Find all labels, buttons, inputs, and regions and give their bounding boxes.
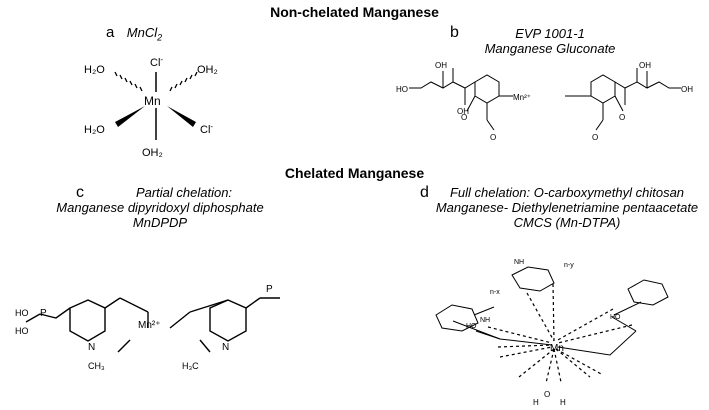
cmcs-nh-top: NH bbox=[514, 259, 524, 266]
gluconate-ho-left-end: HO bbox=[396, 85, 408, 94]
panel-d-title-line3: CMCS (Mn-DTPA) bbox=[513, 215, 621, 230]
panel-d-title: Full chelation: O-carboxymethyl chitosan… bbox=[425, 185, 709, 230]
panel-a-formula: MnCl2 bbox=[126, 25, 163, 43]
gluconate-oh-3: OH bbox=[639, 61, 651, 70]
gluconate-mn: Mn²⁺ bbox=[513, 93, 531, 102]
cmcs-h-right: H bbox=[560, 398, 566, 407]
gluconate-o-bottom-right: O bbox=[592, 133, 598, 142]
panel-c-title-line1: Partial chelation: bbox=[135, 185, 233, 200]
panel-a-letter: a bbox=[106, 24, 115, 41]
panel-b-title: EVP 1001-1 Manganese Gluconate bbox=[470, 26, 630, 56]
gluconate-oh-right-end: OH bbox=[681, 85, 693, 94]
panel-a-formula-main: MnCl bbox=[126, 25, 158, 40]
mndpdp-ho-1: HO bbox=[15, 308, 29, 318]
heading-non-chelated: Non-chelated Manganese bbox=[270, 4, 439, 20]
mndpdp-ho-2: HO bbox=[15, 326, 29, 336]
hashed-bond-left-top bbox=[114, 71, 143, 92]
panel-b-title-line2: Manganese Gluconate bbox=[484, 41, 616, 56]
gluconate-oh-1: OH bbox=[435, 61, 447, 70]
gluconate-o-right: O bbox=[619, 113, 625, 122]
wedge-bond-right-bottom bbox=[167, 106, 196, 127]
mndpdp-n-left: N bbox=[88, 342, 95, 353]
atom-oh2-right-top: OH₂ bbox=[197, 64, 218, 76]
panel-c-title: Partial chelation: Manganese dipyridoxyl… bbox=[0, 185, 320, 230]
cmcs-nh-left: NH bbox=[480, 317, 490, 324]
atom-oh2-bottom: OH₂ bbox=[142, 147, 163, 159]
mncl2-structure: Cl- H₂O OH₂ Mn H₂O Cl- OH₂ bbox=[84, 55, 218, 159]
panel-a-formula-sub: 2 bbox=[157, 32, 163, 43]
panel-d-title-line2: Manganese- Diethylenetriamine pentaaceta… bbox=[435, 200, 699, 215]
cmcs-h-left: H bbox=[533, 398, 539, 407]
panel-b-title-line1: EVP 1001-1 bbox=[515, 26, 585, 41]
hashed-bond-right-top bbox=[169, 71, 198, 92]
cmcs-ho-left: HO bbox=[466, 323, 477, 330]
gluconate-o-left: O bbox=[461, 113, 467, 122]
panel-d-letter: d bbox=[420, 184, 429, 201]
mndpdp-structure: HO HO P N Mn²⁺ P N CH₃ H₃C bbox=[15, 284, 280, 371]
atom-mn: Mn bbox=[144, 94, 161, 108]
mndpdp-p-left: P bbox=[40, 308, 47, 319]
panel-d-title-line1: Full chelation: O-carboxymethyl chitosan bbox=[449, 185, 685, 200]
wedge-bond-left-bottom bbox=[115, 106, 145, 127]
atom-cl-right: Cl- bbox=[200, 122, 213, 136]
panel-c-title-line3: MnDPDP bbox=[132, 215, 188, 230]
mndpdp-mn: Mn²⁺ bbox=[138, 320, 161, 331]
heading-chelated: Chelated Manganese bbox=[284, 165, 425, 181]
cmcs-n-y: n-y bbox=[564, 262, 574, 269]
mndpdp-n-right: N bbox=[222, 342, 229, 353]
mndpdp-h3c: H₃C bbox=[182, 361, 199, 371]
cmcs-o-water: O bbox=[544, 390, 550, 399]
atom-h2o-left-bottom: H₂O bbox=[84, 124, 105, 136]
cmcs-n-x: n-x bbox=[490, 289, 500, 296]
panel-a-title: a MnCl2 bbox=[106, 24, 162, 46]
atom-cl-top: Cl- bbox=[150, 55, 163, 69]
cmcs-ho-right: HO bbox=[610, 314, 621, 321]
gluconate-oh-2: OH bbox=[457, 107, 469, 116]
panel-b-letter: b bbox=[450, 24, 459, 41]
mndpdp-ch3: CH₃ bbox=[88, 361, 105, 371]
panel-c-title-line2: Manganese dipyridoxyl diphosphate bbox=[56, 200, 264, 215]
atom-h2o-left-top: H₂O bbox=[84, 64, 105, 76]
gluconate-o-bottom-left: O bbox=[490, 133, 496, 142]
panel-c-letter: c bbox=[76, 184, 84, 201]
cmcs-mn: Mn bbox=[550, 343, 564, 354]
mndpdp-p-right: P bbox=[266, 284, 273, 295]
manganese-gluconate-structure: HO OH OH O Mn²⁺ OH OH O O O bbox=[396, 61, 693, 142]
cmcs-mn-dtpa-structure: Mn NH HO n-x n-y HO NH O H H bbox=[435, 259, 669, 407]
